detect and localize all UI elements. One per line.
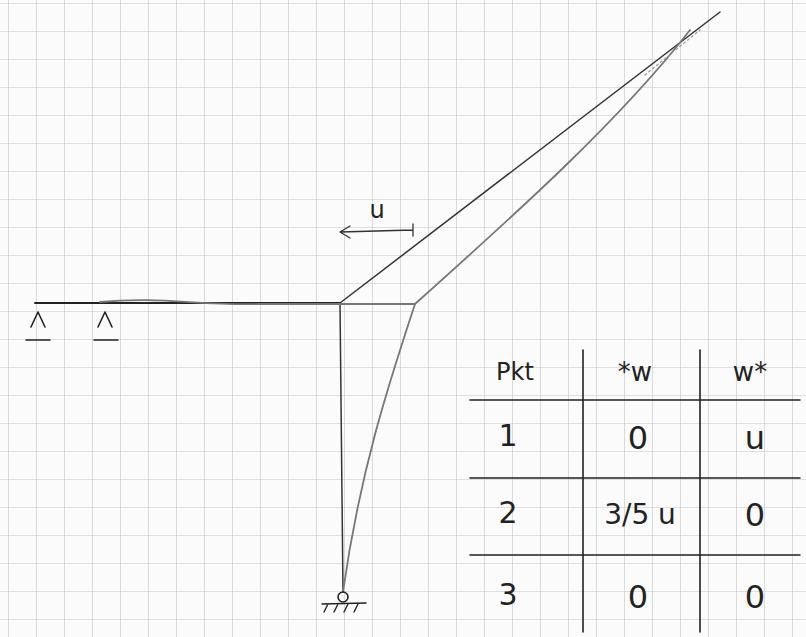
table-cell: 0 xyxy=(745,499,765,531)
table-header: w* xyxy=(733,359,767,385)
table-cell: u xyxy=(745,422,765,454)
deflected-beam xyxy=(100,300,415,304)
ground-hatch xyxy=(322,603,366,612)
table-cell: 3/5 u xyxy=(604,501,676,529)
table-cell: 0 xyxy=(628,581,648,613)
support-symbol xyxy=(26,312,50,340)
deflected-incline-end xyxy=(645,30,700,75)
inclined-member xyxy=(340,12,720,303)
table-rule xyxy=(583,350,700,632)
dimension-label: u xyxy=(369,198,384,222)
table-cell: 0 xyxy=(745,581,765,613)
table-cell: 3 xyxy=(498,580,517,610)
table-header: Pkt xyxy=(496,360,534,384)
table-cell: 2 xyxy=(498,498,517,528)
support-symbol xyxy=(94,312,118,340)
dimension-arrow xyxy=(340,224,413,238)
table-cell: 0 xyxy=(628,422,648,454)
deflected-incline xyxy=(415,30,690,304)
table-header: *w xyxy=(618,359,652,385)
table-cell: 1 xyxy=(498,421,517,451)
table-rule xyxy=(470,400,800,555)
column xyxy=(340,303,343,592)
hinge-symbol xyxy=(338,592,348,602)
deflected-column xyxy=(343,304,415,592)
